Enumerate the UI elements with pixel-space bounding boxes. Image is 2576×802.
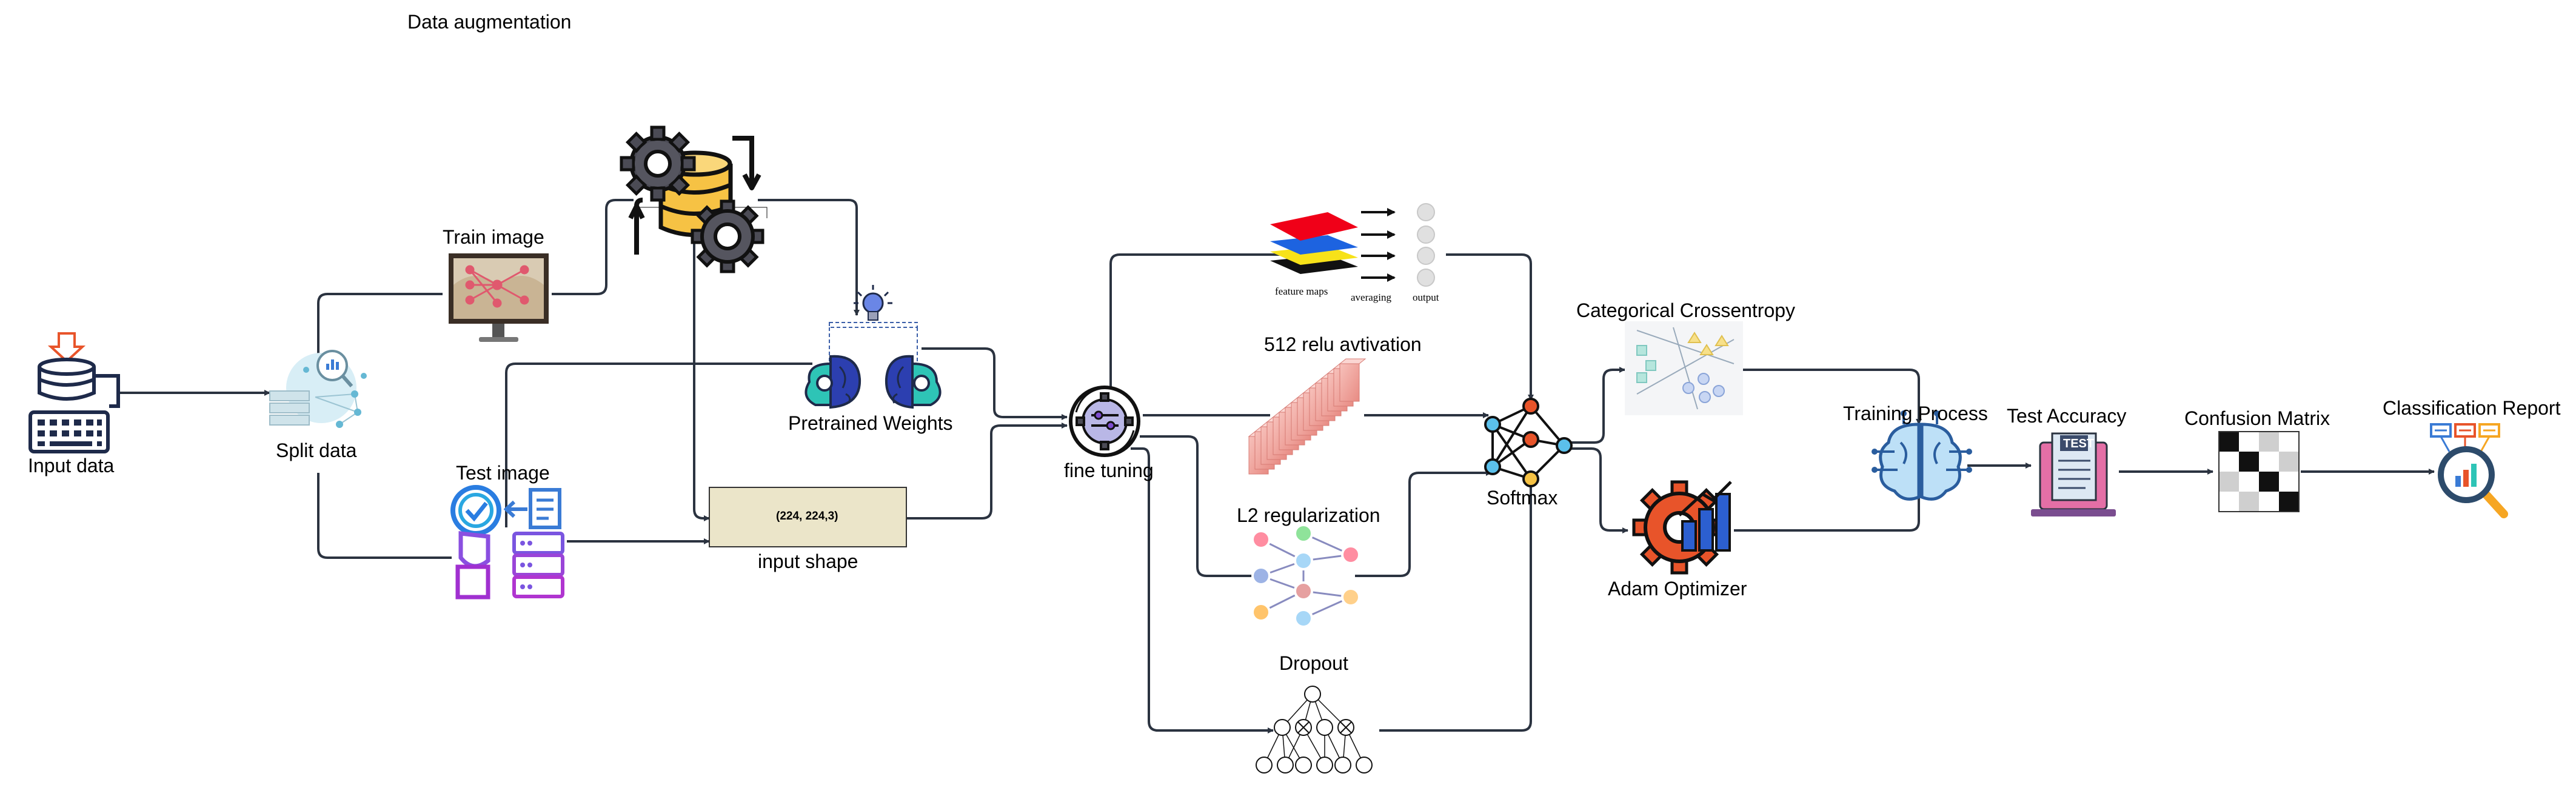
crossentropy-label: Categorical Crossentropy bbox=[1576, 299, 1796, 321]
confusion-matrix-icon bbox=[2218, 431, 2300, 512]
edge-inputshape-to-finetune bbox=[906, 423, 1068, 520]
database-keyboard-icon bbox=[28, 332, 120, 453]
averaging-caption: averaging bbox=[1351, 292, 1392, 303]
lightbulb-icon bbox=[854, 285, 892, 321]
edge-split-to-train bbox=[317, 293, 443, 364]
edge-l2-to-softmax bbox=[1355, 470, 1492, 577]
feature-maps-icon bbox=[1270, 203, 1435, 287]
dropout-label: Dropout bbox=[1279, 652, 1348, 674]
brain-gear-icon bbox=[805, 355, 861, 409]
edge-finetune-to-dropout bbox=[1131, 447, 1274, 733]
softmax-label: Softmax bbox=[1487, 487, 1558, 509]
test-accuracy-laptop-icon bbox=[2031, 432, 2116, 516]
confusion-matrix-label: Confusion Matrix bbox=[2184, 407, 2330, 429]
confusion-cell bbox=[2239, 432, 2259, 452]
test-badge: TEST bbox=[2063, 437, 2095, 450]
dense-unit-top bbox=[1339, 358, 1367, 364]
split-data-label: Split data bbox=[276, 439, 357, 461]
fine-tuning-icon bbox=[1069, 386, 1140, 457]
classification-report-label: Classification Report bbox=[2383, 397, 2561, 419]
diagram-title: Data augmentation bbox=[407, 11, 572, 33]
output-caption: output bbox=[1413, 292, 1439, 303]
confusion-border bbox=[2218, 431, 2300, 512]
edge-adam-to-training bbox=[1734, 497, 1920, 532]
gear-icon bbox=[691, 199, 764, 273]
edge-softmax-to-adam bbox=[1567, 447, 1628, 533]
edge-test-to-pretrained bbox=[505, 363, 812, 527]
edge-finetune-to-l2 bbox=[1140, 435, 1259, 579]
confusion-cell bbox=[2259, 432, 2279, 452]
confusion-cell bbox=[2259, 472, 2279, 492]
edge-crossentropy-to-training bbox=[1743, 369, 1922, 425]
feature-maps-caption: feature maps bbox=[1275, 286, 1328, 297]
edge-split-to-test bbox=[317, 473, 452, 559]
edge-aug-to-inputshape bbox=[693, 236, 710, 521]
pretrained-weights-icon bbox=[805, 285, 942, 409]
classification-report-icon bbox=[2430, 423, 2508, 518]
edge-dropout-to-softmax bbox=[1379, 485, 1532, 732]
edge-aug-to-pretrained bbox=[758, 199, 860, 316]
confusion-cell bbox=[2279, 452, 2299, 472]
input-shape-label: input shape bbox=[758, 550, 858, 572]
adam-label: Adam Optimizer bbox=[1608, 578, 1747, 600]
input-shape-value: (224, 224,3) bbox=[776, 510, 838, 523]
brain-gear-icon bbox=[885, 355, 942, 409]
input-data-label: Input data bbox=[28, 455, 115, 476]
relu-dense-layer-icon bbox=[1248, 358, 1367, 475]
gears-database-icon bbox=[620, 125, 768, 273]
crossentropy-scatter-icon bbox=[1625, 321, 1743, 415]
fine-tuning-label: fine tuning bbox=[1064, 459, 1154, 481]
confusion-cell bbox=[2239, 492, 2259, 512]
confusion-cell bbox=[2239, 452, 2259, 472]
edge-featuremaps-to-softmax bbox=[1446, 253, 1534, 401]
edge-softmax-to-crossentropy bbox=[1567, 367, 1625, 444]
training-process-label: Training Process bbox=[1843, 403, 1988, 424]
test-accuracy-label: Test Accuracy bbox=[2007, 405, 2127, 427]
train-image-icon bbox=[449, 253, 549, 342]
gear-icon bbox=[620, 125, 696, 202]
confusion-cell bbox=[2239, 472, 2259, 492]
training-brain-icon bbox=[1872, 410, 1972, 501]
train-image-label: Train image bbox=[443, 226, 544, 248]
confusion-cell bbox=[2279, 492, 2299, 512]
confusion-cell bbox=[2259, 492, 2279, 512]
confusion-cell bbox=[2219, 432, 2239, 452]
l2-label: L2 regularization bbox=[1237, 504, 1380, 526]
confusion-cell bbox=[2219, 472, 2239, 492]
dropout-network-icon bbox=[1256, 686, 1373, 774]
softmax-network-icon bbox=[1484, 398, 1573, 487]
test-image-icon bbox=[450, 485, 564, 600]
test-image-label: Test image bbox=[456, 462, 550, 484]
confusion-cell bbox=[2279, 432, 2299, 452]
confusion-cell bbox=[2279, 472, 2299, 492]
confusion-cell bbox=[2259, 452, 2279, 472]
edge-train-to-aug bbox=[552, 199, 634, 295]
edge-pretrained-to-finetune bbox=[922, 347, 1068, 420]
l2-network-icon bbox=[1251, 524, 1360, 628]
edge-finetune-to-featuremaps bbox=[1109, 252, 1292, 397]
confusion-cell bbox=[2219, 492, 2239, 512]
dense-unit-block bbox=[1339, 363, 1360, 402]
split-data-icon bbox=[269, 350, 367, 428]
confusion-cell bbox=[2219, 452, 2239, 472]
adam-optimizer-icon bbox=[1632, 480, 1732, 575]
pretrained-weights-label: Pretrained Weights bbox=[788, 412, 953, 434]
connectors bbox=[118, 199, 2435, 733]
input-shape-box bbox=[709, 487, 907, 547]
relu-label: 512 relu avtivation bbox=[1264, 333, 1422, 355]
